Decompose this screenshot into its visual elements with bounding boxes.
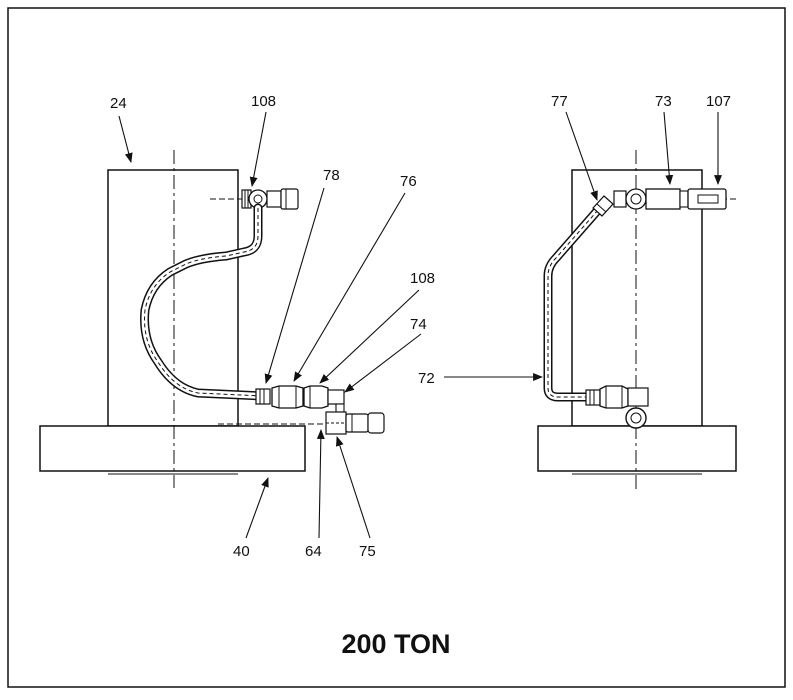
callout-108-top: 108 — [251, 93, 276, 110]
callout-75: 75 — [359, 543, 376, 560]
left-assembly — [39, 150, 385, 488]
right-assembly — [537, 150, 738, 492]
callout-72: 72 — [418, 370, 435, 387]
callout-24: 24 — [110, 95, 127, 112]
right-lower-fittings — [585, 385, 649, 429]
leader-75 — [336, 436, 371, 539]
right-base — [537, 425, 737, 472]
callout-77: 77 — [551, 93, 568, 110]
callout-107: 107 — [706, 93, 731, 110]
callout-40: 40 — [233, 543, 250, 560]
callout-64: 64 — [305, 543, 322, 560]
leader-24 — [118, 115, 133, 163]
callout-108-mid: 108 — [410, 270, 435, 287]
leader-78 — [264, 187, 325, 384]
left-cylinder-body — [107, 169, 239, 427]
leader-64 — [316, 429, 325, 539]
right-angle-fitting — [592, 195, 614, 217]
callout-73: 73 — [655, 93, 672, 110]
callout-78: 78 — [323, 167, 340, 184]
left-lower-fittings — [255, 385, 345, 409]
leader-74 — [344, 333, 422, 393]
leader-lines — [118, 111, 722, 539]
leader-73 — [663, 111, 674, 185]
leader-108-top — [249, 111, 267, 187]
leader-40 — [245, 477, 269, 539]
leader-76 — [293, 192, 406, 382]
drawing-border — [7, 7, 786, 688]
left-hose — [140, 203, 267, 401]
callout-76: 76 — [400, 173, 417, 190]
callout-74: 74 — [410, 316, 427, 333]
right-hose — [543, 207, 602, 402]
leader-108-mid — [319, 289, 420, 384]
leader-77 — [565, 111, 598, 201]
diagram-title: 200 TON — [341, 629, 450, 659]
left-top-coupler — [241, 188, 299, 210]
left-tee-fitting — [325, 403, 385, 435]
right-top-coupler — [613, 188, 727, 210]
left-base — [39, 425, 306, 472]
